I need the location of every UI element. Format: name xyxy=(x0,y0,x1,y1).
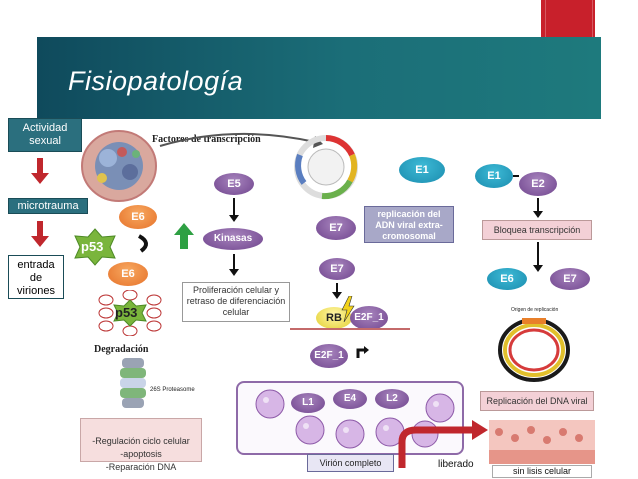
green-up-arrow-icon xyxy=(174,223,194,249)
dna-line xyxy=(290,328,410,330)
e6-oval-2: E6 xyxy=(108,262,148,286)
e6-oval-right: E6 xyxy=(487,268,527,290)
cell-illustration xyxy=(81,130,157,202)
e2f-oval-2: E2F_1 xyxy=(310,344,348,368)
replicacion-box: replicación del ADN viral extra-cromosom… xyxy=(364,206,454,243)
arrow-down-icon xyxy=(31,158,49,184)
consecuencias-box: -Regulación ciclo celular -apoptosis -Re… xyxy=(80,418,202,472)
proliferacion-box: Proliferación celular y retraso de difer… xyxy=(182,282,290,322)
lightning-icon xyxy=(341,296,355,322)
e2-oval: E2 xyxy=(519,172,557,196)
e1-oval-2: E1 xyxy=(475,164,513,188)
origen-label: Origen de replicación xyxy=(511,307,559,313)
p53-star-green xyxy=(74,228,116,266)
label-entrada-viriones: entrada de viriones xyxy=(8,255,64,299)
e4-oval: E4 xyxy=(333,389,367,409)
p53-label-b: p53 xyxy=(115,305,138,320)
proteasome-label: 26S Proteasome xyxy=(150,387,195,393)
e7-oval-2: E7 xyxy=(319,258,355,280)
arrow-down-icon xyxy=(332,283,342,299)
replicacion-dna-box: Replicación del DNA viral xyxy=(480,391,594,411)
virion-completo-label: Virión completo xyxy=(307,454,394,472)
e7-oval-right: E7 xyxy=(550,268,590,290)
consecuencias-text: -Regulación ciclo celular -apoptosis -Re… xyxy=(92,436,190,472)
l1-oval: L1 xyxy=(291,393,325,413)
arrow-down-icon xyxy=(31,221,49,247)
title-banner xyxy=(37,37,601,119)
sin-lisis-label: sin lisis celular xyxy=(492,465,592,478)
degradacion-label: Degradación xyxy=(94,344,149,355)
curved-arrow-icon xyxy=(137,234,148,253)
arrow-down-icon xyxy=(533,242,543,272)
virion-particles xyxy=(255,389,455,449)
small-arrow-icon xyxy=(356,346,369,358)
liberado-label: liberado xyxy=(438,459,474,470)
connector-line xyxy=(513,175,519,177)
arrow-down-icon xyxy=(229,198,239,222)
arrow-down-icon xyxy=(229,254,239,276)
rb-oval: RB xyxy=(316,307,352,329)
bloquea-box: Bloquea transcripción xyxy=(482,220,592,240)
tissue-illustration xyxy=(489,420,595,464)
e5-oval: E5 xyxy=(214,173,254,195)
l2-oval: L2 xyxy=(375,389,409,409)
ubiquitin-ring xyxy=(98,290,162,336)
e6-oval: E6 xyxy=(119,205,157,229)
factores-transcripcion-label: Factores de transcripción xyxy=(152,134,261,145)
label-actividad-sexual: Actividad sexual xyxy=(8,118,82,152)
proteasome-icon xyxy=(120,358,146,408)
kinasas-oval: Kinasas xyxy=(203,228,263,250)
e1-oval: E1 xyxy=(399,157,445,183)
replication-ring xyxy=(498,318,570,382)
e2f-oval: E2F_1 xyxy=(350,306,388,330)
page-title: Fisiopatología xyxy=(68,66,244,96)
p53-label-a: p53 xyxy=(81,239,104,254)
label-microtrauma: microtrauma xyxy=(8,198,88,214)
e7-oval: E7 xyxy=(316,216,356,240)
liberado-arrow-icon xyxy=(398,420,488,468)
viral-genome-circle xyxy=(294,135,358,200)
arrow-down-icon xyxy=(533,198,543,218)
